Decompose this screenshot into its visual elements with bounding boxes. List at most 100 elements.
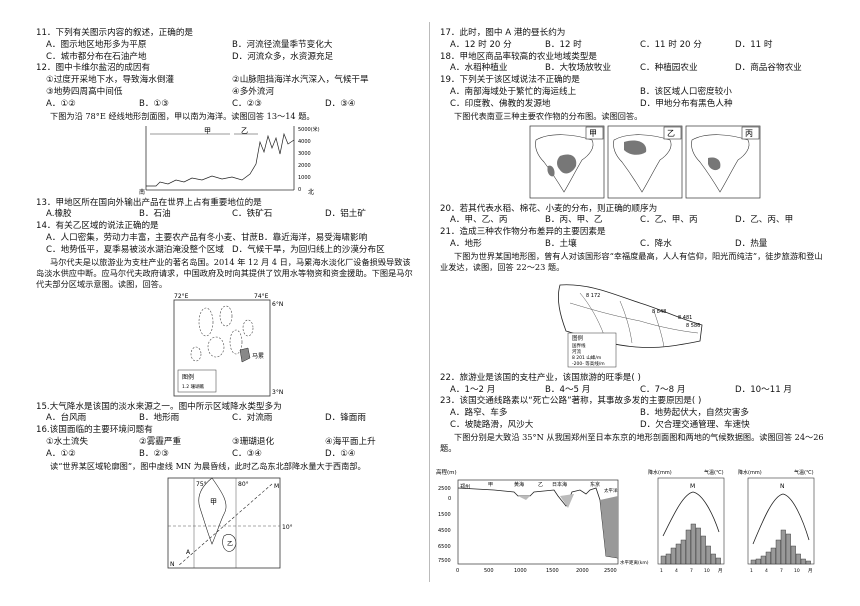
- q22-option-c: C．7～8 月: [640, 384, 686, 395]
- q11-options-ab: A．图示地区地形多为平原 B．河流径流量季节变化大: [36, 40, 418, 52]
- world-port-a: A: [186, 549, 191, 556]
- section-sea-of-japan: 日本海: [552, 481, 567, 488]
- world-label-yi: 乙: [227, 541, 233, 548]
- q16-statement-2: ②雾霾严重: [139, 436, 182, 447]
- section-and-climate-figures: 高程(m) 郑州 甲 黄海 乙 日本海 东京 太平洋 2500 0 1500 4…: [436, 468, 815, 574]
- q16-statements: ①水土流失 ②雾霾严重 ③珊瑚退化 ④海平面上升: [36, 437, 418, 449]
- q16-option-c: C．③④: [232, 448, 263, 459]
- q23-option-a: A．路窄、车多: [450, 408, 508, 419]
- q12-option-d: D．③④: [325, 98, 356, 109]
- q19-options-ab: A．南部海域处于繁忙的海运线上 B．该区域人口密度较小: [440, 87, 830, 99]
- q18-options: A．水稻种植业 B．大牧场放牧业 C．种植园农业 D．商品谷物农业: [440, 63, 830, 75]
- q15-option-c: C．对流雨: [232, 413, 273, 424]
- profile-north: 北: [308, 188, 314, 196]
- intro-zhengzhou-tokyo: 下图分别是大致沿 35°N 从我国郑州至日本东京的地形剖面图和两地的气候数据图。…: [440, 431, 824, 453]
- nepal-peak-8586: 8 586: [686, 323, 700, 329]
- profile-label-jia: 甲: [204, 127, 211, 135]
- south-asia-crop-maps: 甲 乙 丙: [529, 125, 761, 198]
- q14-options-ab: A．人口密集，劳动力丰富，主要农产品有冬小麦、甘蔗 B．靠近海洋，易受海啸影响: [36, 233, 418, 245]
- zhengzhou-tokyo-section: 高程(m) 郑州 甲 黄海 乙 日本海 东京 太平洋 2500 0 1500 4…: [436, 468, 649, 574]
- world-terminator-n: N: [170, 561, 175, 568]
- maldives-male-label: 马累: [252, 352, 264, 360]
- q13-option-a: A.橡胶: [46, 209, 72, 220]
- intro-world-outline: 读“世界某区域轮廓图”，图中虚线 MN 为晨昏线，此时乙岛东北部降水量大于西南部…: [50, 460, 366, 471]
- section-pacific: 太平洋: [604, 487, 618, 494]
- q14-option-a: A．人口密集，劳动力丰富，主要农产品有冬小麦、甘蔗: [46, 232, 259, 243]
- maldives-map: 72°E 74°E 6°N 3°N 马累 图例 1.2 珊瑚礁: [173, 293, 283, 396]
- q14-option-d: D．气候干旱，为回归线上的沙漠分布区: [232, 244, 385, 255]
- q16-option-d: D．①④: [325, 448, 356, 459]
- q12-statement-2: ②山脉阻挡海洋水汽深入，气候干旱: [232, 75, 369, 86]
- climate-m-month-unit: 月: [718, 568, 723, 574]
- q18-stem: 18．甲地区商品率较高的农业地域类型是: [440, 51, 598, 62]
- intro-country-terrain: 下图为世界某国地形图，曾有人对该国形容“幸福度最高，人人有信仰，阳光而纯洁”，徒…: [440, 250, 823, 272]
- q16-statement-3: ③珊瑚退化: [232, 436, 275, 447]
- terrain-profile-78e: 甲 乙 5000(米) 4000 3000 2000 1000 0 南 北: [139, 125, 320, 196]
- climate-m-month-10: 10: [704, 568, 710, 574]
- profile-south: 南: [139, 188, 145, 196]
- climate-n-month-1: 1: [750, 568, 753, 574]
- q17-option-d: D．11 时: [735, 39, 773, 50]
- q19-option-d: D．甲地分布有黑色人种: [640, 98, 733, 109]
- maldives-lat-6n: 6°N: [272, 301, 283, 308]
- q21-option-d: D．热量: [735, 238, 768, 249]
- q12-statements-12: ①过度开采地下水，导致海水倒灌 ②山脉阻挡海洋水汽深入，气候干旱: [36, 75, 418, 87]
- world-label-jia: 甲: [210, 498, 217, 506]
- q14-options-cd: C．地势低平，夏季易被淡水湖泊淹没整个区域 D．气候干旱，为回归线上的沙漠分布区: [36, 245, 418, 257]
- q16-option-a: A．①②: [46, 448, 76, 459]
- q12-statement-4: ④多外流河: [232, 86, 275, 97]
- profile-label-yi: 乙: [241, 127, 248, 135]
- column-divider: [429, 22, 430, 582]
- maldives-lat-3n: 3°N: [272, 389, 283, 396]
- nepal-peak-8848: 8 848: [652, 309, 666, 315]
- climate-n-month-4: 4: [765, 568, 768, 574]
- q12-option-c: C．②③: [232, 98, 263, 109]
- q19-option-a: A．南部海域处于繁忙的海运线上: [450, 86, 577, 97]
- climate-n-month-unit: 月: [808, 568, 813, 574]
- profile-ytick-5000: 5000(米): [298, 126, 320, 133]
- q23-option-b: B．地势起伏大，自然灾害多: [640, 408, 750, 419]
- q20-option-d: D．乙、丙、甲: [735, 215, 794, 226]
- q16-option-b: B．②③: [139, 448, 169, 459]
- q20-stem: 20．若其代表水稻、棉花、小麦的分布，则正确的顺序为: [440, 203, 658, 214]
- climate-chart-m: 降水(mm) 气温(℃) M 1 4 7 10 月: [648, 469, 725, 574]
- q13-stem: 13．甲地区所在国向外输出产品在世界上占有重要地位的是: [36, 197, 262, 208]
- world-lon-75: 75°: [196, 481, 207, 488]
- crop-map-jia: 甲: [529, 125, 605, 198]
- section-xtick-1000: 1000: [514, 568, 527, 574]
- q22-option-a: A．1～2 月: [450, 384, 496, 395]
- q12-statements-34: ③地势四周高中间低 ④多外流河: [36, 87, 418, 99]
- nepal-legend-border: 国界线: [572, 342, 586, 349]
- world-lon-80: 80°: [238, 481, 249, 488]
- q22-stem: 22．旅游业是该国的支柱产业，该国旅游的旺季是( ): [440, 372, 641, 383]
- nepal-peak-8481: 8 481: [678, 315, 692, 321]
- climate-m-month-7: 7: [690, 568, 693, 574]
- q12-statement-1: ①过度开采地下水，导致海水倒灌: [46, 75, 175, 86]
- q17-option-c: C．11 时 20 分: [640, 39, 702, 50]
- q21-option-b: B．土壤: [545, 238, 577, 249]
- q14-option-b: B．靠近海洋，易受海啸影响: [258, 232, 368, 243]
- profile-ytick-1000: 1000: [298, 175, 311, 181]
- q13-options: A.橡胶 B．石油 C．铁矿石 D．铝土矿: [36, 209, 418, 221]
- section-ylabel: 高程(m): [436, 468, 457, 476]
- q14-option-c: C．地势低平，夏季易被淡水湖泊淹没整个区域: [46, 244, 224, 255]
- q20-options: A．甲、乙、丙 B．丙、甲、乙 C．乙、甲、丙 D．乙、丙、甲: [440, 215, 830, 227]
- q21-options: A．地形 B．土壤 C．降水 D．热量: [440, 239, 830, 251]
- q13-option-c: C．铁矿石: [232, 209, 273, 220]
- intro-13-14: 下图为沿 78°E 经线地形剖面图，甲以南为海洋。读图回答 13～14 题。: [50, 110, 315, 121]
- q18-option-c: C．种植园农业: [640, 63, 698, 74]
- q22-options: A．1～2 月 B．4～5 月 C．7～8 月 D．10～11 月: [440, 385, 830, 397]
- maldives-lon-74e: 74°E: [254, 293, 269, 300]
- nepal-peak-8172: 8 172: [586, 293, 600, 299]
- maldives-legend-reef: 1.2 珊瑚礁: [182, 383, 205, 390]
- q11-options-cd: C．城市都分布在石油产地 D．河流众多，水资源充足: [36, 52, 418, 64]
- section-xtick-2000: 2000: [576, 568, 589, 574]
- section-tokyo: 东京: [590, 481, 600, 488]
- section-xtick-0: 0: [456, 568, 459, 574]
- right-column: 17．此时，图中 A 港的昼长约为 A．12 时 20 分 B．12 时 C．1…: [440, 28, 830, 454]
- q23-option-d: D．欠合理交通管理、车速快: [640, 419, 750, 430]
- q15-option-b: B．地形雨: [139, 413, 180, 424]
- crop-map-yi: 乙: [607, 125, 683, 198]
- q22-option-b: B．4～5 月: [545, 384, 591, 395]
- crop-label-bing: 丙: [745, 129, 753, 138]
